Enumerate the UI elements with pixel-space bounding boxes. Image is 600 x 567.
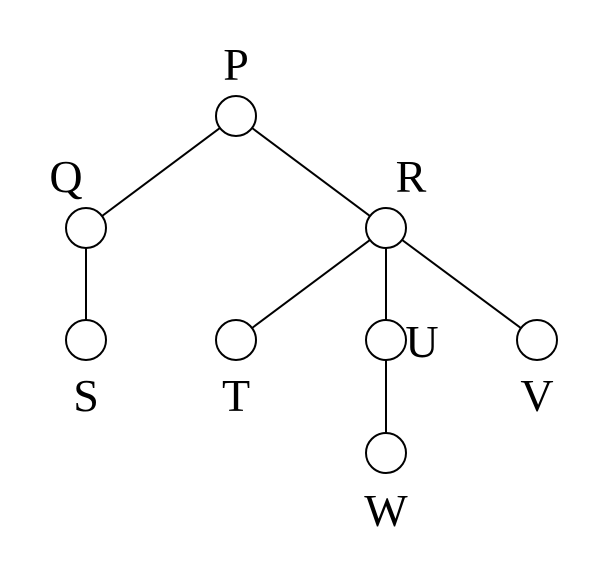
node-r (365, 207, 407, 249)
edge-r-v (385, 227, 538, 341)
node-label-w: W (364, 485, 408, 536)
node-u (365, 319, 407, 361)
node-label-u: U (405, 316, 438, 367)
node-p (215, 95, 257, 137)
node-label-q: Q (49, 151, 82, 202)
edge-r-t (235, 227, 387, 341)
node-label-v: V (520, 370, 553, 421)
node-label-t: T (222, 370, 250, 421)
nodes-layer (65, 95, 558, 474)
node-label-p: P (223, 39, 249, 90)
node-q (65, 207, 107, 249)
node-v (516, 319, 558, 361)
node-s (65, 319, 107, 361)
node-label-s: S (73, 370, 99, 421)
node-label-r: R (396, 151, 427, 202)
node-t (215, 319, 257, 361)
edge-p-r (235, 115, 387, 229)
edges-layer (85, 115, 538, 453)
node-w (365, 432, 407, 474)
labels-layer: P Q R S T U V W (49, 39, 553, 536)
edge-p-q (85, 115, 237, 229)
